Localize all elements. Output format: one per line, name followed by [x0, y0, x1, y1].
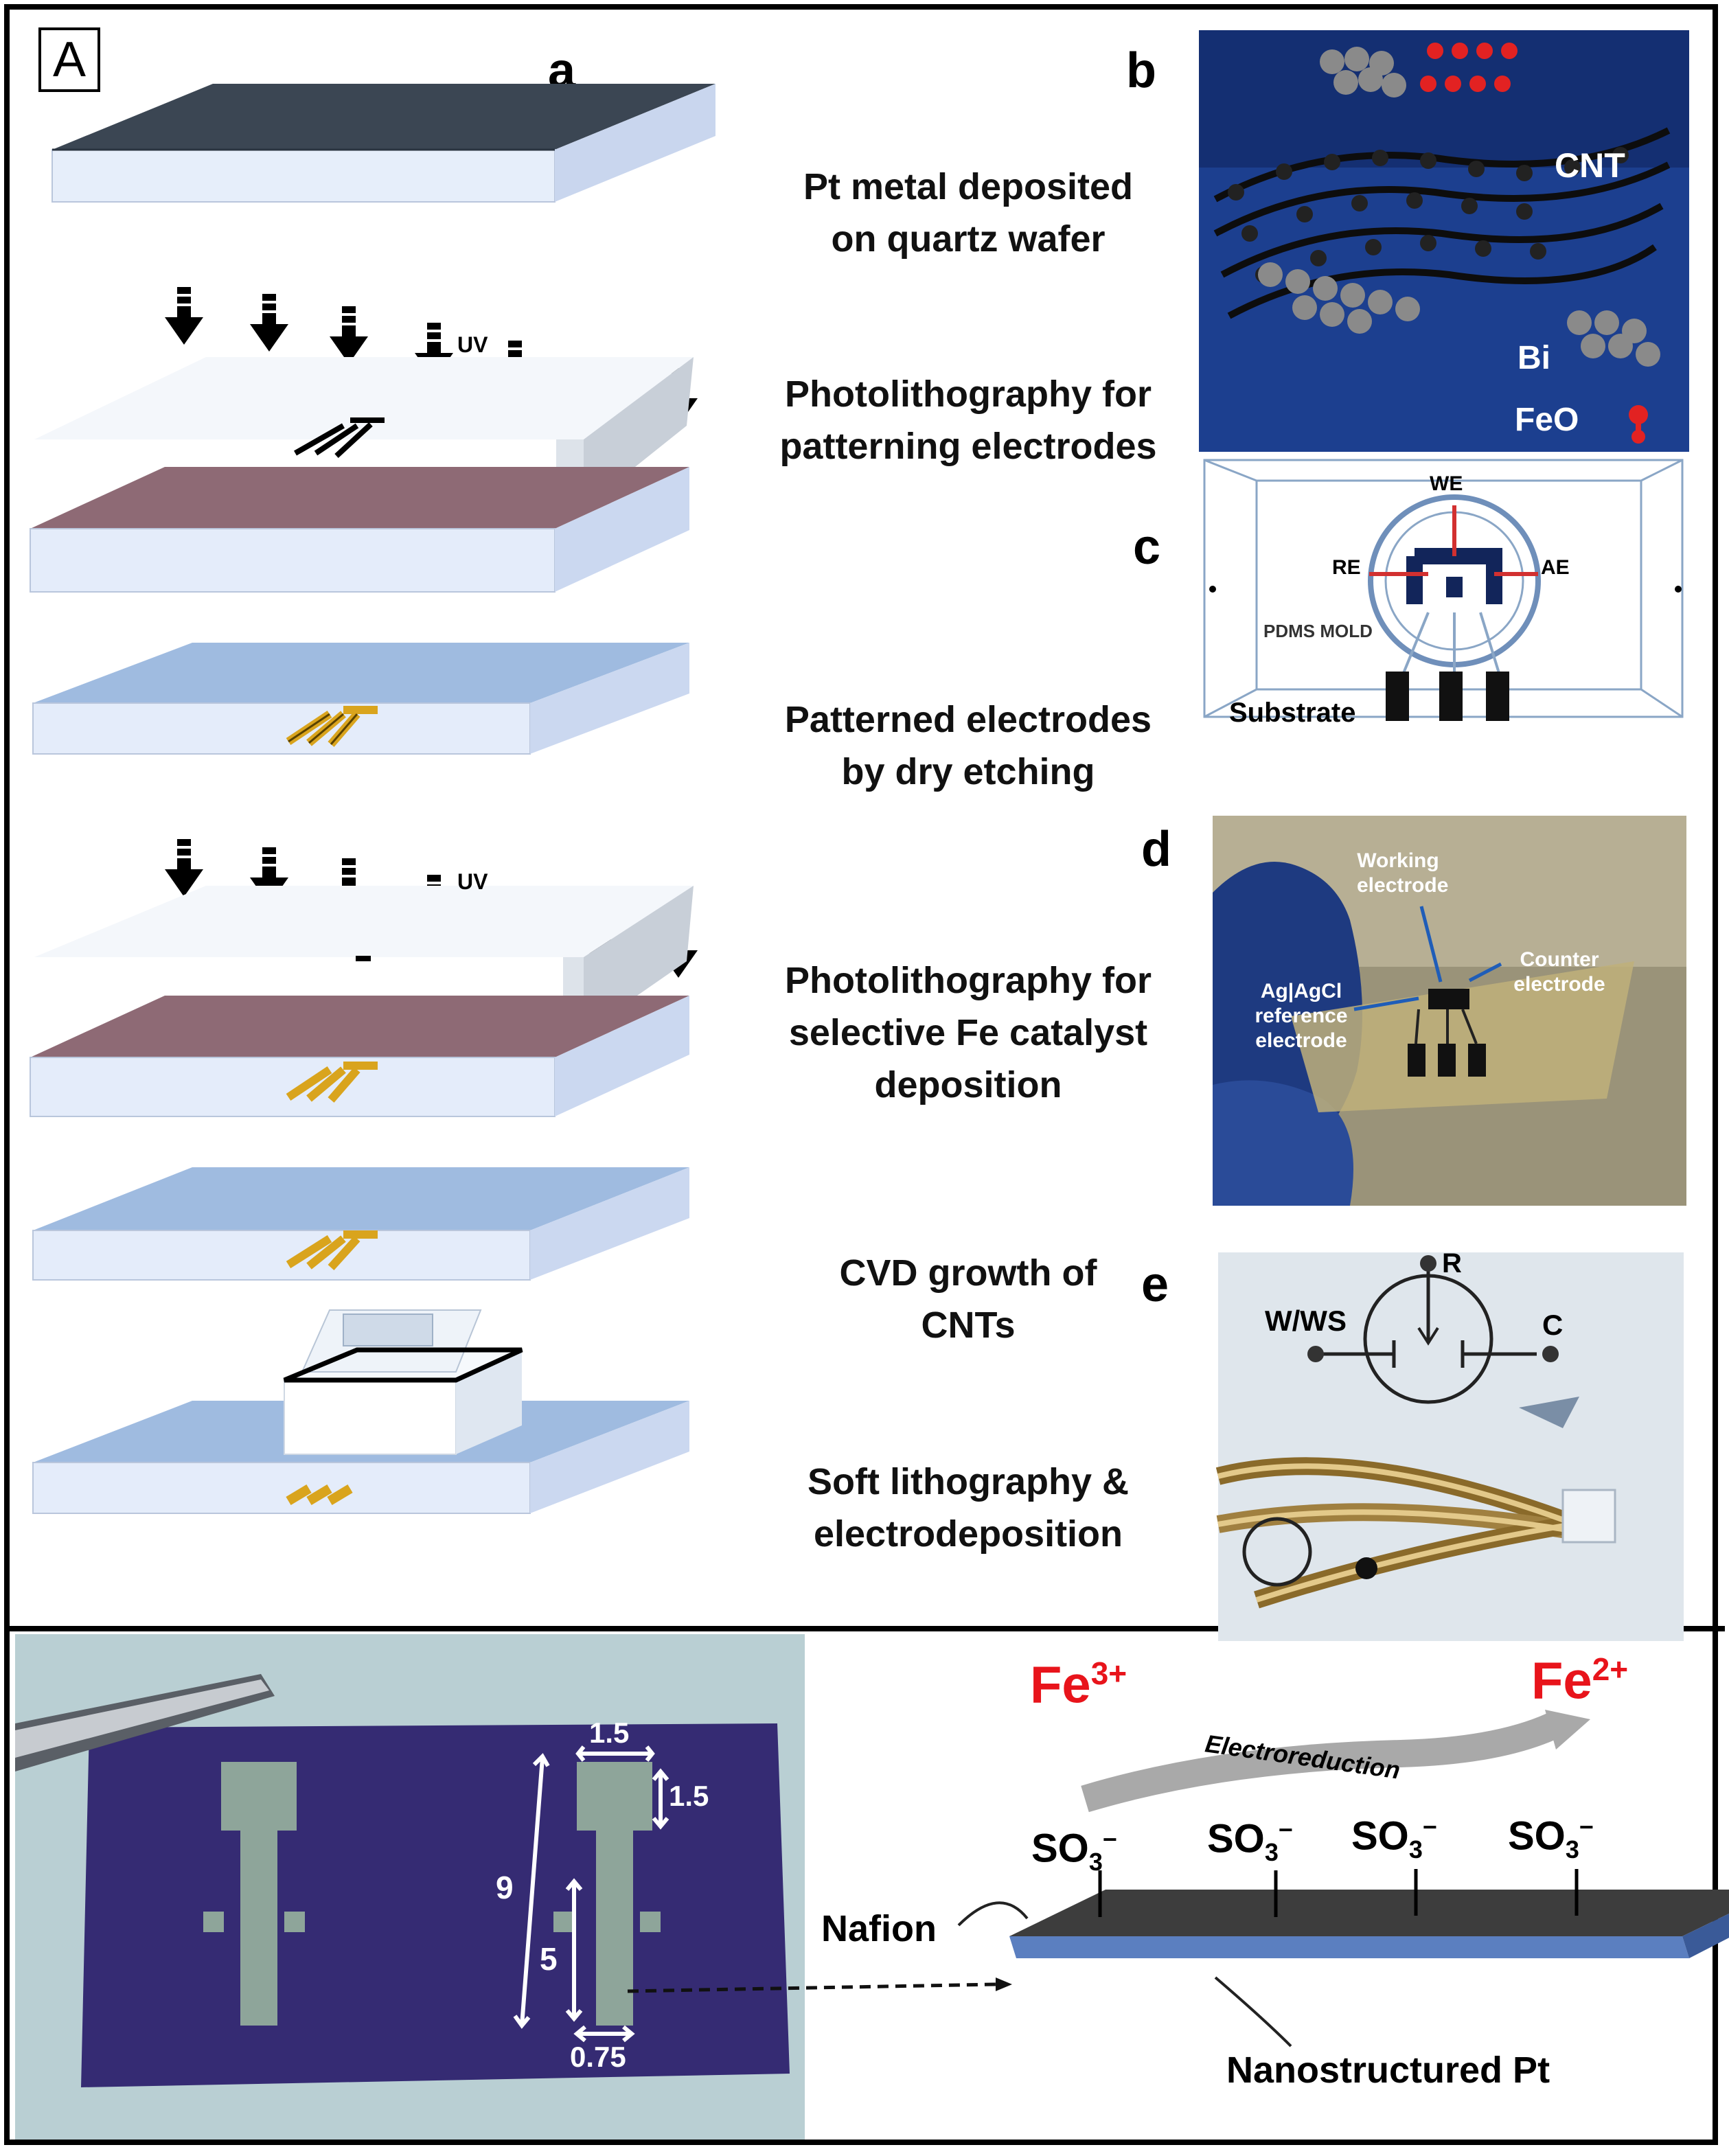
we-label: WE: [1430, 472, 1463, 495]
uv-label-step4: UV: [457, 869, 488, 894]
step-5-caption: CVD growth of CNTs: [714, 1247, 1222, 1351]
step-6-line1: Soft lithography &: [808, 1461, 1129, 1502]
step-3-caption: Patterned electrodes by dry etching: [714, 693, 1222, 798]
step-4-line1: Photolithography for: [785, 960, 1152, 1001]
step-3-line2: by dry etching: [841, 751, 1095, 792]
so3-4-sub: 3: [1565, 1835, 1579, 1863]
step-5-line2: CNTs: [921, 1305, 1016, 1346]
so3-4-sup: −: [1579, 1813, 1594, 1841]
uv-label-step2: UV: [457, 332, 488, 357]
sublabel-b: b: [1126, 43, 1156, 98]
cnt-label: CNT: [1555, 146, 1625, 185]
dim-stem-length: 5: [540, 1941, 558, 1977]
resist-wafer-step4: [30, 996, 689, 1117]
so3-3-text: SO: [1351, 1813, 1409, 1859]
step-2-line2: patterning electrodes: [779, 426, 1157, 467]
pdms-wafer-step6: [32, 1309, 689, 1514]
so3-4-text: SO: [1508, 1813, 1566, 1859]
fe2-label: Fe2+: [1531, 1651, 1628, 1710]
resist-wafer-step2: [30, 467, 689, 593]
so3-3-sup: −: [1422, 1813, 1437, 1841]
step-2-caption: Photolithography for patterning electrod…: [714, 368, 1222, 472]
dim-height-top: 1.5: [669, 1780, 709, 1812]
ws-label: W/WS: [1265, 1305, 1347, 1337]
sublabel-e: e: [1141, 1257, 1169, 1312]
counter-electrode-label: Counter electrode: [1513, 948, 1605, 996]
panel-label-A: A: [38, 27, 100, 92]
so3-3-sub: 3: [1408, 1835, 1423, 1863]
wafer-pt-film: [51, 84, 715, 203]
ae-label: AE: [1541, 556, 1570, 579]
panel-e-photo: [1215, 1252, 1684, 1641]
panel-d-photo: [1213, 816, 1686, 1206]
patterned-wafer-step3: [32, 643, 689, 755]
panel-B-nafion-diagram: [957, 1710, 1729, 2048]
so3-2-text: SO: [1207, 1816, 1265, 1861]
working-electrode-label: Working electrode: [1357, 849, 1449, 897]
cnt-wafer-step5: [32, 1167, 689, 1281]
so3-label-4: SO3−: [1508, 1813, 1594, 1864]
panel-B-chip-photo: [15, 1634, 1012, 2140]
step-3-line1: Patterned electrodes: [784, 699, 1152, 740]
fe3-symbol: Fe: [1030, 1655, 1091, 1715]
dim-stem-width: 0.75: [570, 2041, 626, 2073]
so3-1-text: SO: [1031, 1826, 1089, 1871]
so3-1-sub: 3: [1088, 1847, 1103, 1876]
mold-label: PDMS MOLD: [1263, 621, 1373, 641]
sublabel-c: c: [1133, 520, 1161, 575]
dim-total-length: 9: [496, 1870, 514, 1905]
fe3-charge: 3+: [1090, 1655, 1127, 1691]
step-6-line2: electrodeposition: [813, 1513, 1123, 1555]
panel-divider: [4, 1626, 1725, 1631]
so3-label-2: SO3−: [1207, 1815, 1293, 1867]
nanostructured-pt-label: Nanostructured Pt: [1226, 2050, 1550, 2091]
panel-b-structure: [1199, 30, 1689, 452]
so3-label-3: SO3−: [1351, 1813, 1437, 1864]
reference-electrode-label: Ag|AgCl reference electrode: [1255, 980, 1348, 1052]
c-label: C: [1542, 1309, 1564, 1341]
fe3-label: Fe3+: [1030, 1655, 1127, 1715]
so3-1-sup: −: [1102, 1825, 1117, 1853]
step-1-line1: Pt metal deposited: [803, 166, 1134, 207]
step-1-line2: on quartz wafer: [831, 218, 1106, 260]
substrate-label: Substrate: [1229, 698, 1356, 728]
dim-width-top: 1.5: [589, 1717, 630, 1749]
step-4-caption: Photolithography for selective Fe cataly…: [714, 954, 1222, 1111]
bi-label: Bi: [1518, 340, 1550, 376]
figure-frame: [4, 4, 1718, 2145]
so3-label-1: SO3−: [1031, 1825, 1117, 1877]
r-label: R: [1442, 1248, 1462, 1278]
so3-2-sup: −: [1278, 1815, 1293, 1844]
so3-2-sub: 3: [1264, 1837, 1279, 1866]
panel-c-schematic: [1203, 459, 1684, 721]
nafion-label: Nafion: [821, 1908, 937, 1949]
fe2-charge: 2+: [1592, 1651, 1629, 1687]
re-label: RE: [1332, 556, 1361, 579]
step-4-line3: deposition: [874, 1064, 1062, 1105]
step-2-line1: Photolithography for: [785, 374, 1152, 415]
step-5-line1: CVD growth of: [839, 1252, 1097, 1294]
feo-label: FeO: [1515, 402, 1579, 438]
step-1-caption: Pt metal deposited on quartz wafer: [714, 161, 1222, 265]
step-4-line2: selective Fe catalyst: [788, 1012, 1148, 1053]
fe2-symbol: Fe: [1531, 1651, 1592, 1710]
sublabel-d: d: [1141, 822, 1171, 877]
step-6-caption: Soft lithography & electrodeposition: [714, 1456, 1222, 1560]
